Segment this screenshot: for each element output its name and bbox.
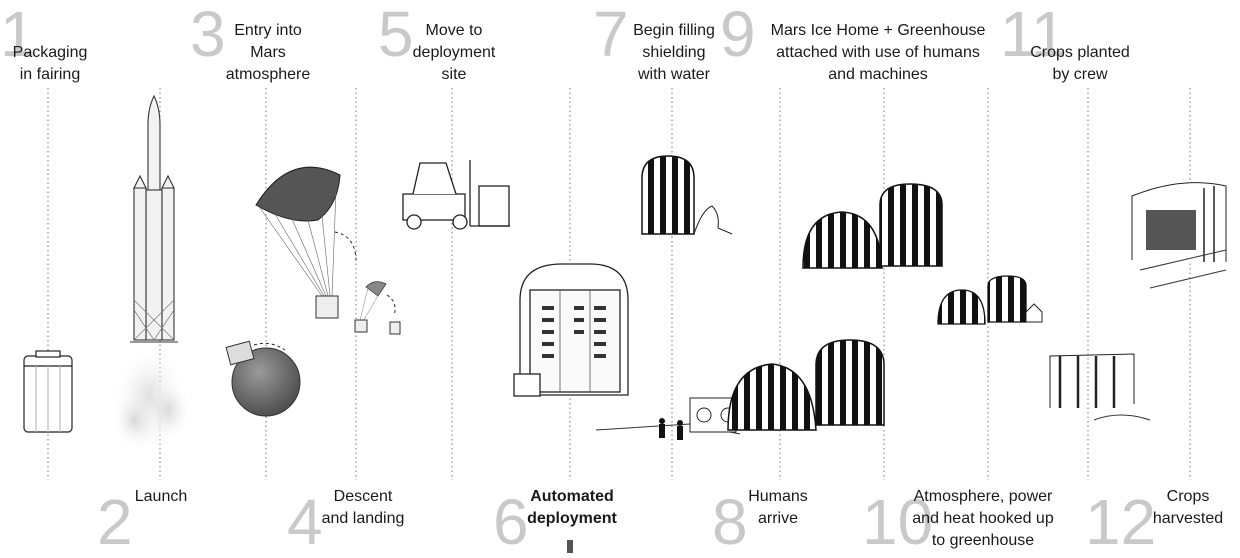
step-6-line-2: deployment [516,508,628,530]
divider-mark [567,540,573,553]
step-label-8: Humans arrive [738,486,818,530]
ice-home-filling-drawing [642,156,732,234]
step-label-7: Begin filling shielding with water [618,20,730,86]
step-12-line-2: harvested [1140,508,1236,530]
step-5-line-1: Move to [400,20,508,42]
crops-planted-drawing [1132,183,1226,288]
step-label-9: Mars Ice Home + Greenhouse attached with… [750,20,1006,86]
step-2-line-1: Launch [120,486,202,508]
step-label-5: Move to deployment site [400,20,508,86]
step-label-12: Crops harvested [1140,486,1236,530]
astronaut-figures [659,418,683,440]
step-10-line-3: to greenhouse [894,530,1072,552]
step-9-line-2: attached with use of humans [750,42,1006,64]
forklift-drawing [403,160,510,229]
step-label-4: Descent and landing [308,486,418,530]
parachute-entry-drawing [226,167,400,416]
step-7-line-1: Begin filling [618,20,730,42]
step-9-line-1: Mars Ice Home + Greenhouse [750,20,1006,42]
step-label-1: Packaging in fairing [4,42,96,86]
rocket-drawing [111,96,192,456]
step-11-line-1: Crops planted [1018,42,1142,64]
step-5-line-3: site [400,64,508,86]
step-9-line-3: and machines [750,64,1006,86]
step-3-line-2: Mars [214,42,322,64]
step-1-line-1: Packaging [4,42,96,64]
step-3-line-1: Entry into [214,20,322,42]
step-10-line-2: and heat hooked up [894,508,1072,530]
humans-arrive-drawing [596,340,884,440]
hooked-up-drawing [938,276,1150,420]
step-7-line-2: shielding [618,42,730,64]
home-greenhouse-drawing [803,184,942,268]
step-8-line-1: Humans [738,486,818,508]
step-6-line-1: Automated [516,486,628,508]
step-label-6: Automated deployment [516,486,628,530]
step-3-line-3: atmosphere [214,64,322,86]
step-4-line-2: and landing [308,508,418,530]
step-label-11: Crops planted by crew [1018,42,1142,86]
step-7-line-3: with water [618,64,730,86]
fairing-package-drawing [24,351,72,432]
step-11-line-2: by crew [1018,64,1142,86]
step-4-line-1: Descent [308,486,418,508]
step-5-line-2: deployment [400,42,508,64]
step-8-line-2: arrive [738,508,818,530]
step-label-2: Launch [120,486,202,508]
step-label-10: Atmosphere, power and heat hooked up to … [894,486,1072,552]
automated-deployment-drawing [514,264,628,396]
step-12-line-1: Crops [1140,486,1236,508]
step-label-3: Entry into Mars atmosphere [214,20,322,86]
step-1-line-2: in fairing [4,64,96,86]
step-10-line-1: Atmosphere, power [894,486,1072,508]
